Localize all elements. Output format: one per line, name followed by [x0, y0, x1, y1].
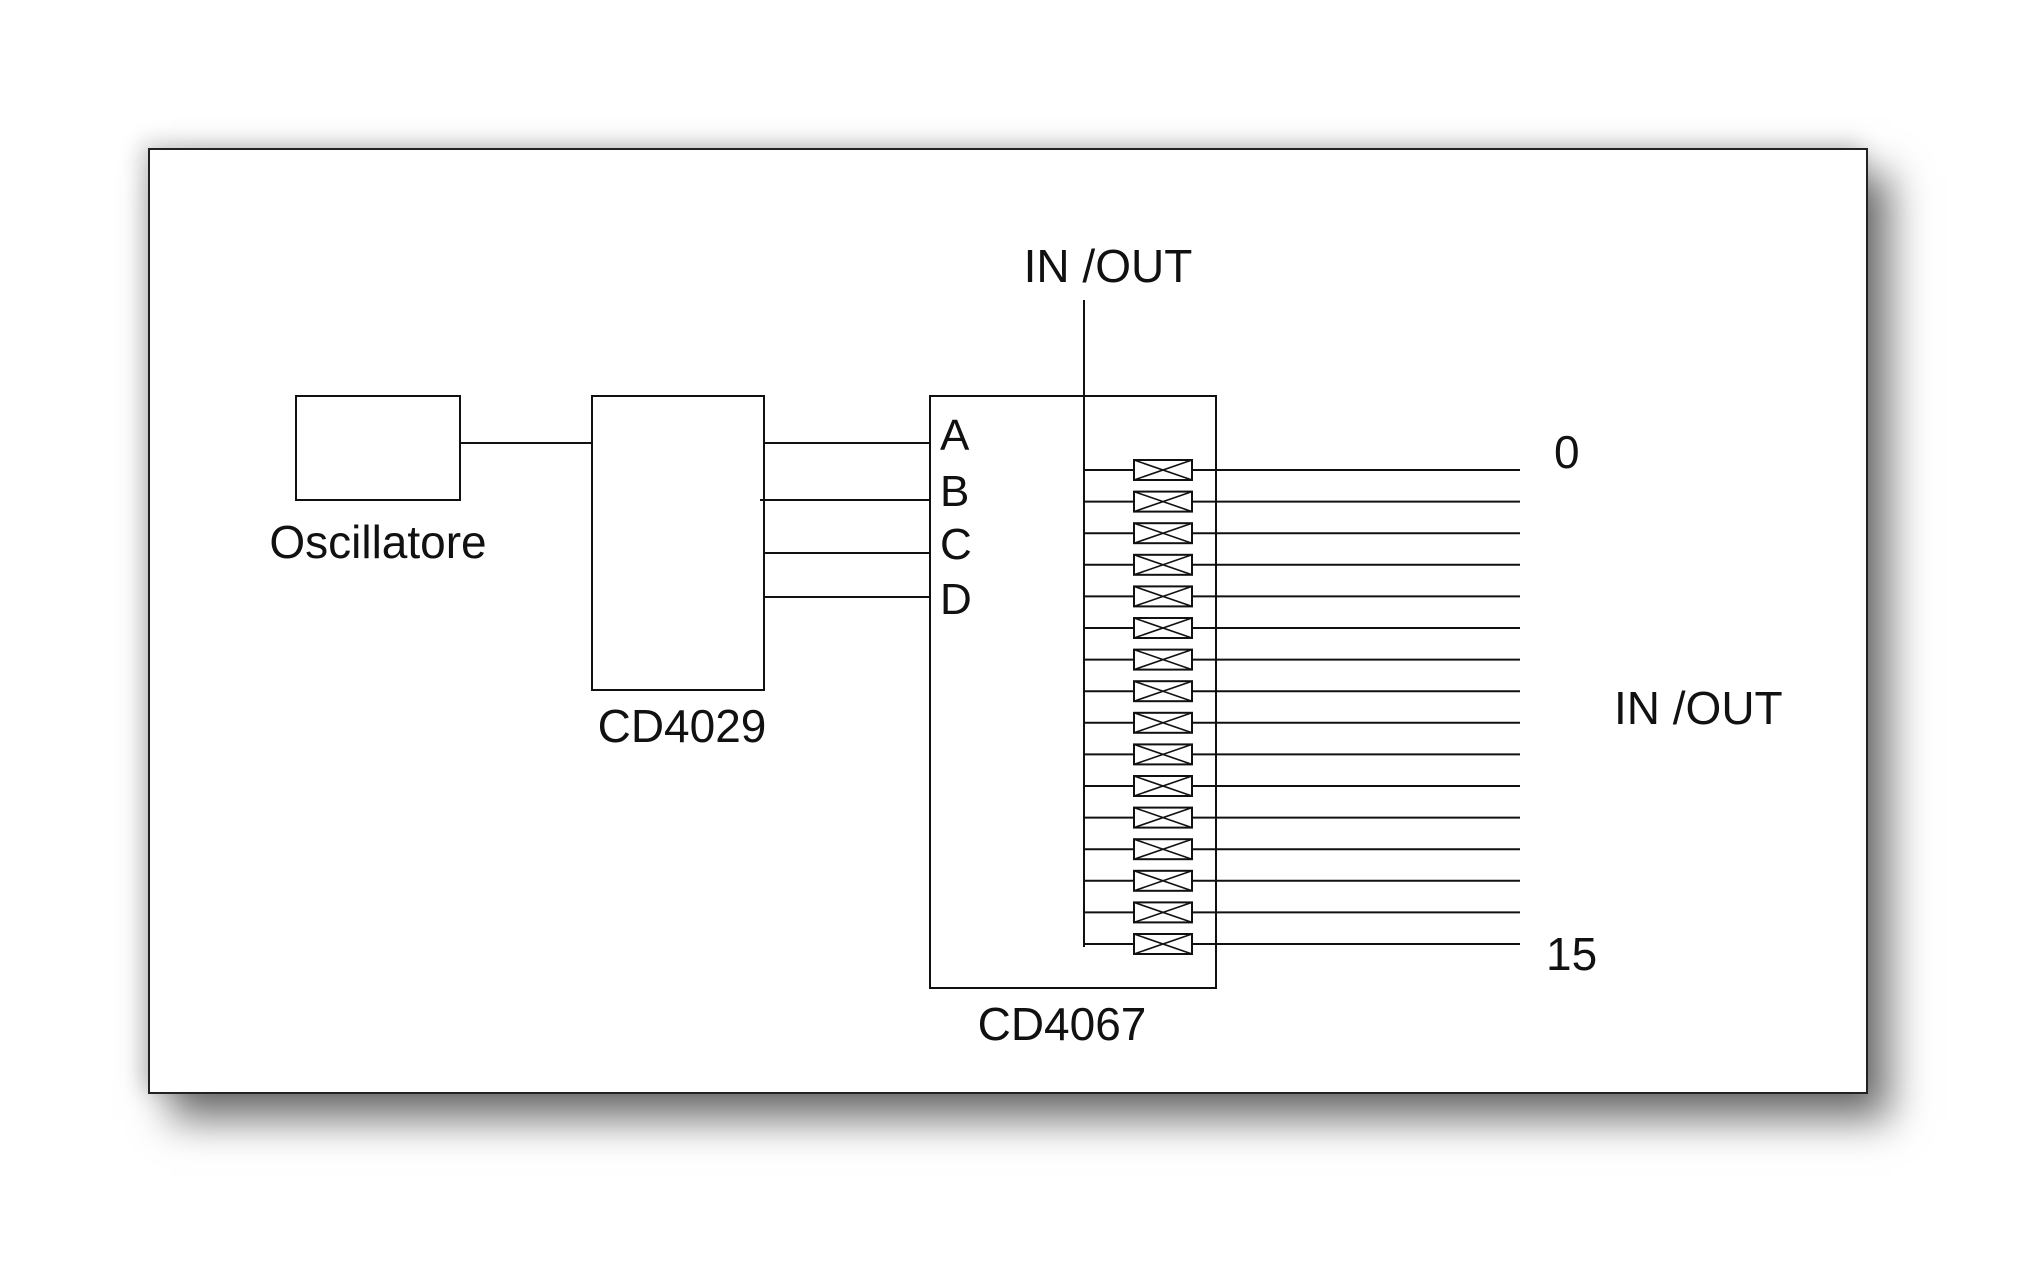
first-channel-label: 0	[1554, 426, 1580, 478]
multiplexer-label: CD4067	[978, 998, 1147, 1050]
switch-14	[1084, 901, 1520, 924]
counter-label: CD4029	[598, 700, 767, 752]
last-channel-label: 15	[1546, 928, 1597, 980]
switch-cross-b	[1133, 870, 1193, 892]
switch-cross-b	[1133, 585, 1193, 608]
switch-array	[1084, 459, 1520, 955]
switch-cross-b	[1133, 933, 1193, 955]
switch-cross-b	[1133, 617, 1193, 639]
switch-8	[1084, 711, 1520, 734]
switch-cross-b	[1133, 743, 1193, 766]
switch-11	[1084, 806, 1520, 829]
address-label-b: B	[940, 467, 969, 516]
multiplexer-block	[929, 395, 1217, 989]
switch-12	[1084, 838, 1520, 861]
switch-cross-b	[1133, 806, 1193, 829]
switch-cross-b	[1133, 901, 1193, 924]
switch-1	[1084, 490, 1520, 513]
switch-cross-b	[1133, 522, 1193, 544]
oscillator-label: Oscillatore	[269, 516, 486, 568]
oscillator-block	[295, 395, 461, 501]
counter-block	[591, 395, 765, 691]
switch-cross-b	[1133, 648, 1193, 671]
switch-6	[1084, 648, 1520, 671]
switch-cross-b	[1133, 775, 1193, 797]
switch-9	[1084, 743, 1520, 766]
address-label-d: D	[940, 575, 972, 624]
switch-cross-b	[1133, 554, 1193, 576]
switch-2	[1084, 522, 1520, 545]
switch-15	[1084, 933, 1520, 955]
address-label-a: A	[940, 411, 970, 460]
switch-cross-b	[1133, 838, 1193, 860]
switch-7	[1084, 680, 1520, 703]
switch-cross-b	[1133, 459, 1193, 481]
switch-10	[1084, 775, 1520, 797]
switch-5	[1084, 617, 1520, 639]
switch-cross-b	[1133, 490, 1193, 513]
switch-cross-b	[1133, 680, 1193, 702]
switch-0	[1084, 459, 1520, 481]
address-label-c: C	[940, 520, 972, 569]
common-io-label: IN /OUT	[1024, 240, 1193, 292]
channels-io-label: IN /OUT	[1614, 682, 1783, 734]
switch-13	[1084, 869, 1520, 892]
switch-cross-b	[1133, 712, 1193, 734]
diagram-frame	[148, 148, 1868, 1094]
switch-4	[1084, 585, 1520, 608]
switch-3	[1084, 553, 1520, 576]
